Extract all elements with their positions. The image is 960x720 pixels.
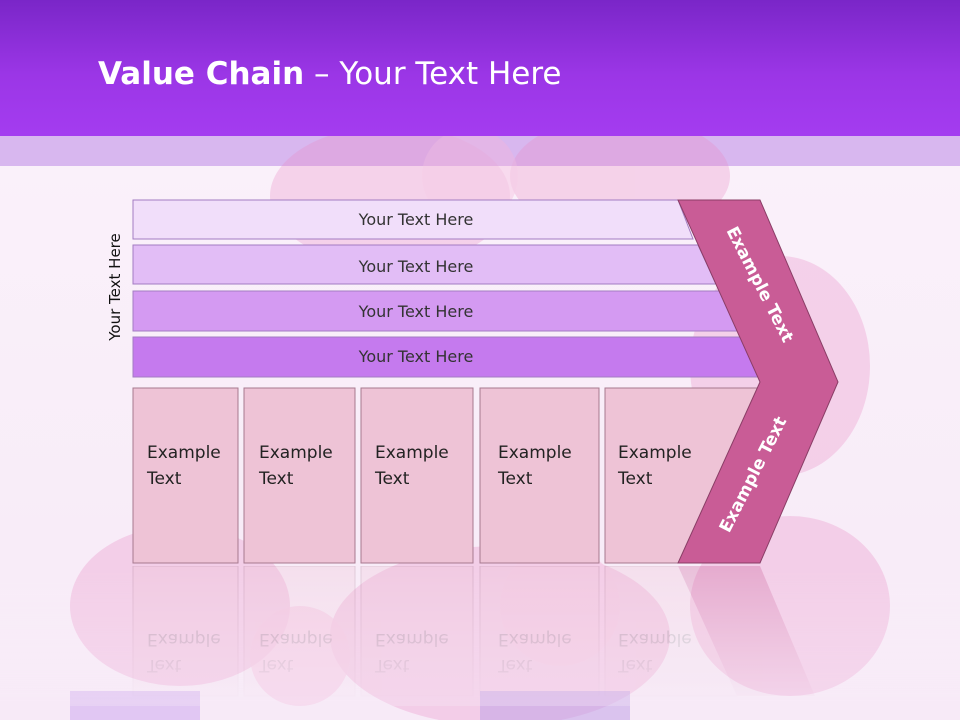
box-4-line-1: Example bbox=[498, 443, 572, 463]
box-1-line-1: Example bbox=[147, 443, 221, 463]
row-4-label: Your Text Here bbox=[358, 347, 474, 366]
header-bar bbox=[0, 0, 960, 136]
box-5-line-1: Example bbox=[618, 443, 692, 463]
box-4-line-2: Text bbox=[498, 469, 533, 489]
box-1 bbox=[132, 387, 239, 564]
row-1-label: Your Text Here bbox=[358, 210, 474, 229]
box-3-line-1: Example bbox=[375, 443, 449, 463]
row-2-label: Your Text Here bbox=[358, 257, 474, 276]
box-4 bbox=[479, 387, 600, 564]
page-title: Value Chain – Your Text Here bbox=[98, 54, 561, 94]
row-1-bar bbox=[132, 199, 694, 240]
header-band bbox=[0, 136, 960, 166]
box-3-line-2: Text bbox=[375, 469, 410, 489]
diagram-reflection: Example Text Example Text Example Text E… bbox=[0, 566, 960, 706]
box-5-line-2: Text bbox=[618, 469, 653, 489]
margin-chevron bbox=[677, 199, 839, 564]
box-3 bbox=[360, 387, 474, 564]
box-1-line-2: Text bbox=[147, 469, 182, 489]
title-bold: Value Chain bbox=[98, 56, 305, 92]
box-2-line-2: Text bbox=[259, 469, 294, 489]
box-2 bbox=[243, 387, 356, 564]
row-3-label: Your Text Here bbox=[358, 302, 474, 321]
title-rest: – Your Text Here bbox=[304, 56, 562, 92]
box-2-line-1: Example bbox=[259, 443, 333, 463]
